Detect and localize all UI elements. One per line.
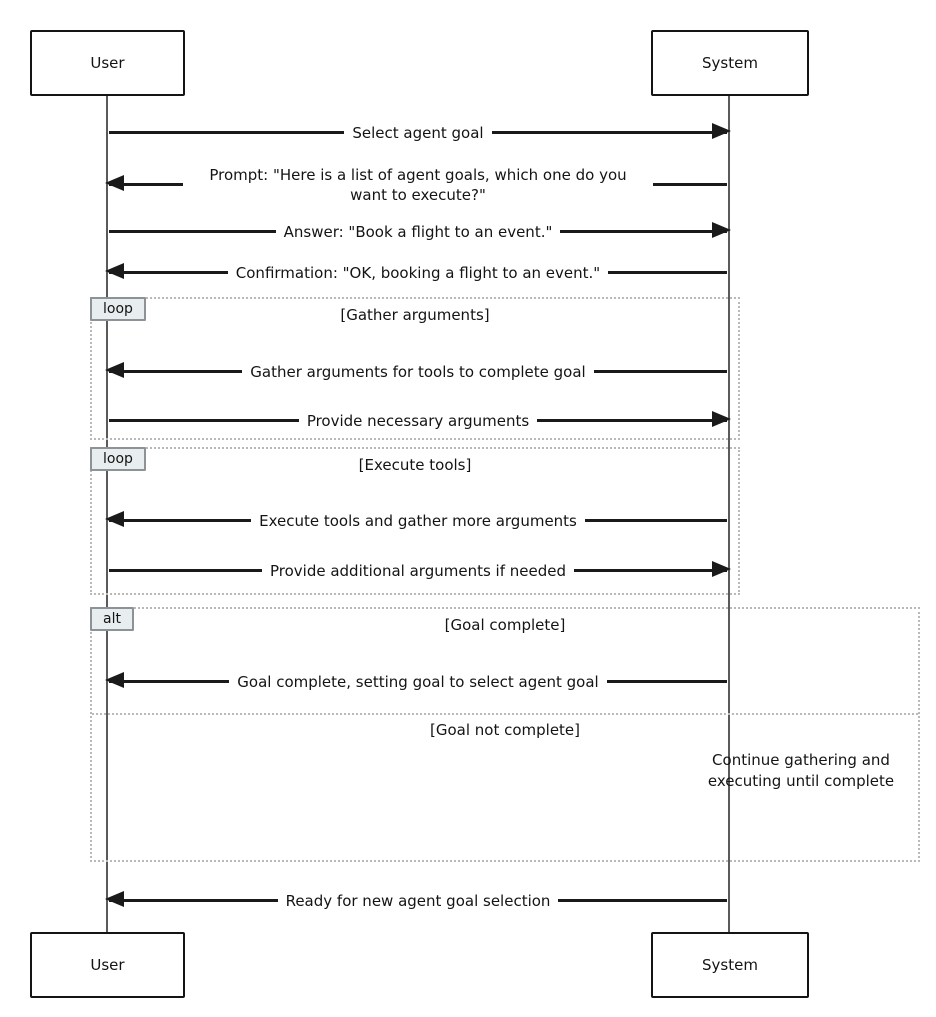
- lifeline-system: [728, 96, 730, 932]
- participant-system-bottom: System: [651, 932, 809, 998]
- alt-frame-condition: [Goal complete]: [444, 616, 566, 634]
- message-label: Execute tools and gather more arguments: [107, 510, 729, 532]
- message-text: Prompt: "Here is a list of agent goals, …: [183, 164, 653, 206]
- message-text: Goal complete, setting goal to select ag…: [229, 671, 607, 693]
- message-label: Provide necessary arguments: [107, 410, 729, 432]
- alt-frame-goal-complete: alt [Goal complete] [Goal not complete]: [90, 607, 920, 862]
- message-text: Provide additional arguments if needed: [261, 560, 574, 582]
- message-text: Provide necessary arguments: [298, 410, 538, 432]
- participant-system-label: System: [702, 54, 758, 72]
- loop-frame-label: loop: [90, 297, 146, 321]
- participant-user-top: User: [30, 30, 185, 96]
- participant-user-label: User: [90, 54, 125, 72]
- note-continue-gathering: Continue gathering and executing until c…: [707, 751, 895, 790]
- arrowhead-left-icon: [105, 511, 124, 527]
- participant-system-label: System: [702, 956, 758, 974]
- arrowhead-right-icon: [712, 123, 731, 139]
- arrowhead-right-icon: [712, 411, 731, 427]
- message-label: Provide additional arguments if needed: [107, 560, 729, 582]
- loop-frame-label-text: loop: [103, 451, 133, 467]
- arrowhead-left-icon: [105, 362, 124, 378]
- alt-frame-else-condition: [Goal not complete]: [429, 721, 581, 739]
- participant-user-bottom: User: [30, 932, 185, 998]
- message-text: Gather arguments for tools to complete g…: [242, 361, 594, 383]
- alt-frame-divider: [92, 713, 918, 715]
- arrowhead-left-icon: [105, 672, 124, 688]
- participant-system-top: System: [651, 30, 809, 96]
- arrowhead-left-icon: [105, 175, 124, 191]
- arrowhead-left-icon: [105, 891, 124, 907]
- alt-frame-label: alt: [90, 607, 134, 631]
- message-text: Execute tools and gather more arguments: [251, 510, 585, 532]
- arrowhead-right-icon: [712, 222, 731, 238]
- alt-frame-label-text: alt: [103, 611, 121, 627]
- message-label: Prompt: "Here is a list of agent goals, …: [107, 164, 729, 206]
- loop-frame-label-text: loop: [103, 301, 133, 317]
- arrowhead-right-icon: [712, 561, 731, 577]
- loop-frame-gather-arguments: loop [Gather arguments]: [90, 297, 740, 440]
- participant-user-label: User: [90, 956, 125, 974]
- message-text: Confirmation: "OK, booking a flight to a…: [227, 262, 609, 284]
- message-label: Confirmation: "OK, booking a flight to a…: [107, 262, 729, 284]
- arrowhead-left-icon: [105, 263, 124, 279]
- message-text: Select agent goal: [344, 122, 492, 144]
- message-text: Answer: "Book a flight to an event.": [275, 221, 561, 243]
- loop-frame-condition: [Execute tools]: [358, 456, 472, 474]
- message-label: Answer: "Book a flight to an event.": [107, 221, 729, 243]
- message-text: Ready for new agent goal selection: [277, 890, 559, 912]
- loop-frame-label: loop: [90, 447, 146, 471]
- message-label: Goal complete, setting goal to select ag…: [107, 671, 729, 693]
- message-label: Select agent goal: [107, 122, 729, 144]
- loop-frame-condition: [Gather arguments]: [340, 306, 490, 324]
- message-label: Gather arguments for tools to complete g…: [107, 361, 729, 383]
- message-label: Ready for new agent goal selection: [107, 890, 729, 912]
- loop-frame-execute-tools: loop [Execute tools]: [90, 447, 740, 595]
